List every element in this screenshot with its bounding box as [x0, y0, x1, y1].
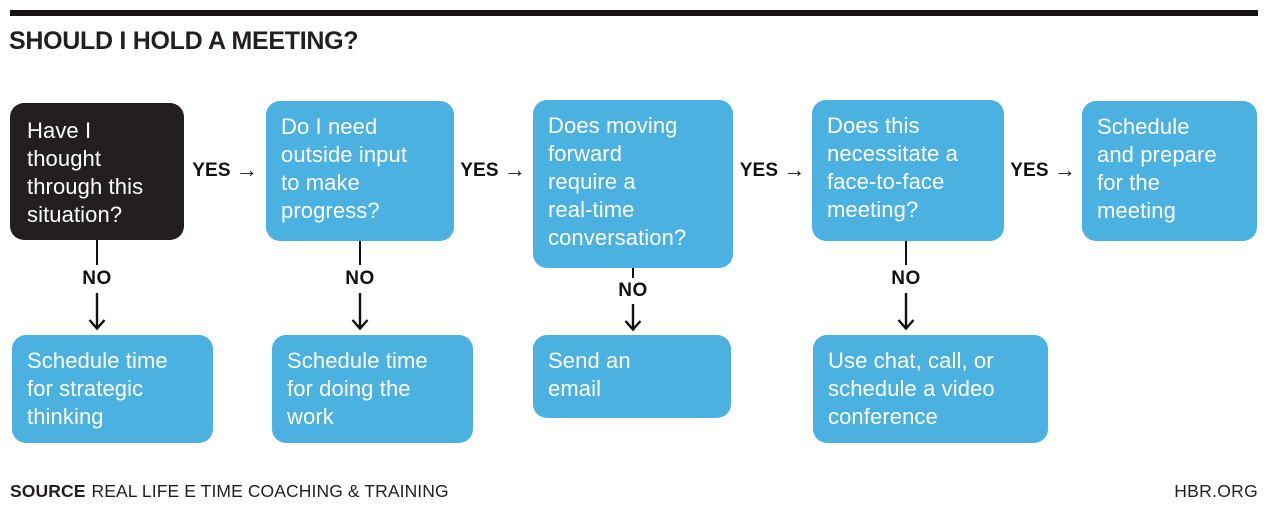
yes-label: YES — [460, 160, 499, 181]
right-arrow-icon: → — [503, 157, 526, 182]
brand-hbr: HBR.ORG — [1174, 481, 1258, 501]
outcome-box-chat-call-video: Use chat, call, or schedule a video conf… — [813, 335, 1048, 443]
connector-line — [96, 240, 98, 265]
yes-connector-4: YES → — [1004, 158, 1082, 184]
yes-label: YES — [739, 160, 779, 181]
down-arrow-icon — [88, 293, 106, 331]
right-arrow-icon: → — [1053, 157, 1076, 182]
connector-line — [905, 241, 907, 265]
right-arrow-icon: → — [235, 157, 258, 182]
no-label: NO — [82, 268, 112, 289]
source-label: SOURCE — [10, 481, 86, 501]
no-label: NO — [618, 280, 648, 301]
connector-line — [632, 268, 634, 278]
no-label: NO — [891, 268, 921, 289]
question-box-face-to-face: Does this necessitate a face-to-face mee… — [812, 100, 1004, 241]
outcome-box-strategic-thinking: Schedule time for strategic thinking — [12, 335, 213, 443]
outcome-box-send-email: Send an email — [533, 335, 731, 418]
yes-label: YES — [1010, 160, 1049, 181]
top-rule — [10, 10, 1258, 16]
question-box-outside-input: Do I need outside input to make progress… — [266, 101, 454, 241]
yes-connector-3: YES → — [733, 158, 812, 184]
connector-line — [359, 241, 361, 265]
source-text: REAL LIFE E TIME COACHING & TRAINING — [91, 481, 449, 501]
down-arrow-icon — [351, 293, 369, 331]
outcome-box-doing-the-work: Schedule time for doing the work — [272, 335, 473, 443]
yes-label: YES — [192, 160, 231, 181]
yes-connector-2: YES → — [453, 158, 533, 184]
no-label: NO — [345, 268, 375, 289]
yes-connector-1: YES → — [184, 158, 266, 184]
page-title: SHOULD I HOLD A MEETING? — [9, 27, 359, 55]
question-box-realtime-conversation: Does moving forward require a real-time … — [533, 100, 733, 268]
down-arrow-icon — [897, 293, 915, 331]
down-arrow-icon — [624, 304, 642, 332]
outcome-box-schedule-meeting: Schedule and prepare for the meeting — [1082, 101, 1257, 241]
question-box-thought-through: Have I thought through this situation? — [10, 103, 184, 240]
right-arrow-icon: → — [783, 157, 806, 182]
